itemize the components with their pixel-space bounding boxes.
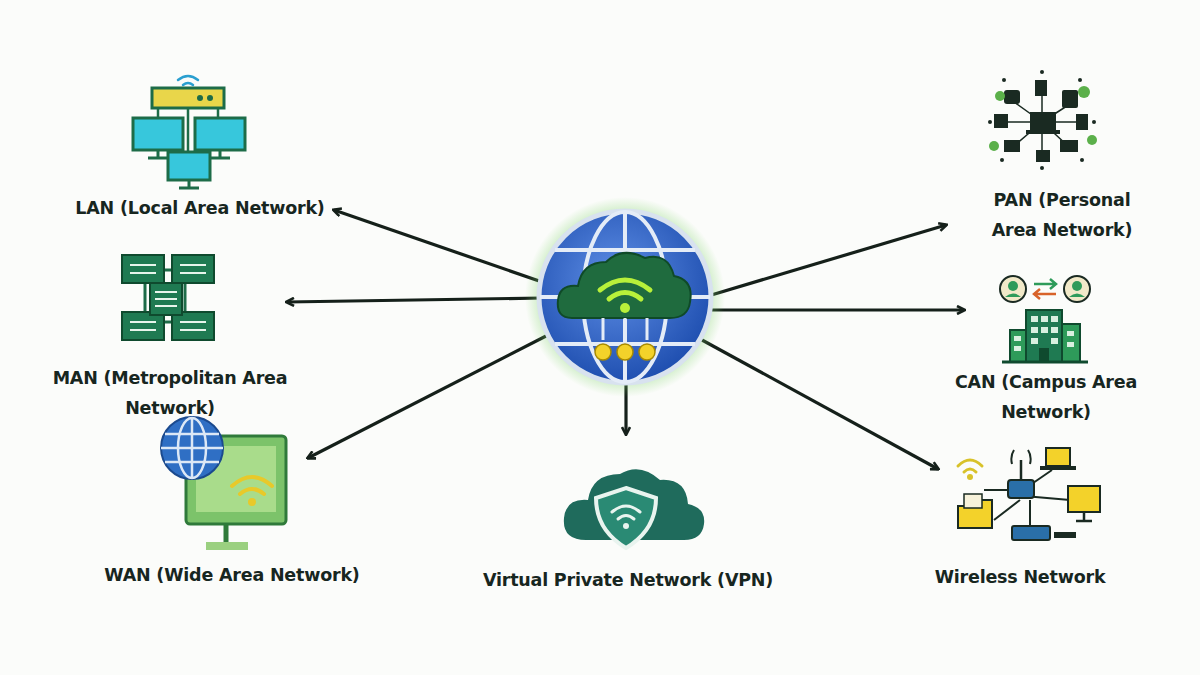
pan-icon (988, 70, 1097, 170)
globe-hub (525, 197, 725, 397)
can-icon (1000, 276, 1090, 362)
lan-icon (133, 76, 245, 188)
network-label: LAN (Local Area Network) (70, 193, 330, 223)
network-label: WAN (Wide Area Network) (92, 560, 372, 590)
network-label: Virtual Private Network (VPN) (468, 565, 788, 595)
wireless-icon (958, 448, 1100, 540)
network-label: CAN (Campus Area Network) (951, 367, 1141, 427)
network-label: Wireless Network (900, 562, 1140, 592)
network-label: PAN (Personal Area Network) (977, 185, 1147, 245)
man-icon (122, 255, 214, 340)
vpn-icon (564, 469, 704, 548)
network-label: MAN (Metropolitan Area Network) (45, 363, 295, 423)
wan-icon (161, 417, 286, 550)
arrows (287, 210, 964, 469)
